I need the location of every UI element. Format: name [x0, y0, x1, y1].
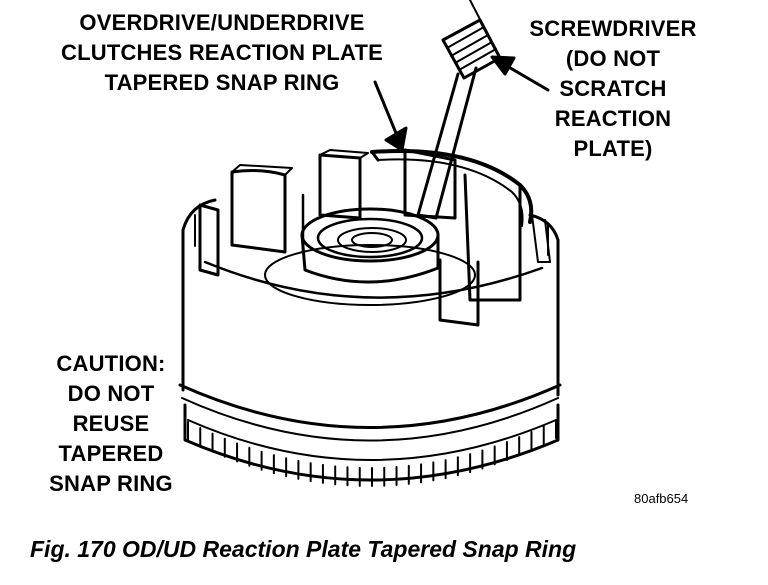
snap-ring-callout-line-3: TAPERED SNAP RING [104, 70, 340, 95]
snap-ring-callout-line-2: CLUTCHES REACTION PLATE [61, 40, 383, 65]
caution-line-3: REUSE [72, 411, 150, 436]
screwdriver-callout-line-2: (DO NOT [565, 46, 661, 71]
caution-line-5: SNAP RING [49, 471, 173, 496]
screwdriver-callout: SCREWDRIVER (DO NOT SCRATCH REACTION PLA… [508, 14, 718, 164]
center-hub [264, 207, 476, 306]
drum-base-lip [178, 383, 562, 429]
figure-caption: Fig. 170 OD/UD Reaction Plate Tapered Sn… [30, 536, 577, 562]
snap-ring-callout-line-1: OVERDRIVE/UNDERDRIVE [79, 10, 365, 35]
screwdriver-callout-line-4: REACTION [554, 106, 672, 131]
screwdriver-callout-line-5: PLATE) [573, 136, 653, 161]
snap-ring-leader-arrow [373, 80, 408, 152]
caution-line-1: CAUTION: [56, 351, 166, 376]
caution-line-4: TAPERED [58, 441, 164, 466]
screwdriver [416, 0, 502, 220]
screwdriver-leader-arrow [490, 55, 550, 92]
caution-note: CAUTION: DO NOT REUSE TAPERED SNAP RING [6, 349, 216, 499]
figure-id: 80afb654 [634, 491, 689, 506]
caution-line-2: DO NOT [67, 381, 155, 406]
gear-teeth-ring [183, 403, 560, 487]
clutch-drum [181, 198, 560, 397]
screwdriver-callout-line-1: SCREWDRIVER [529, 16, 697, 41]
snap-ring-callout: OVERDRIVE/UNDERDRIVE CLUTCHES REACTION P… [22, 8, 422, 98]
tapered-snap-ring [370, 148, 534, 227]
screwdriver-callout-line-3: SCRATCH [559, 76, 667, 101]
